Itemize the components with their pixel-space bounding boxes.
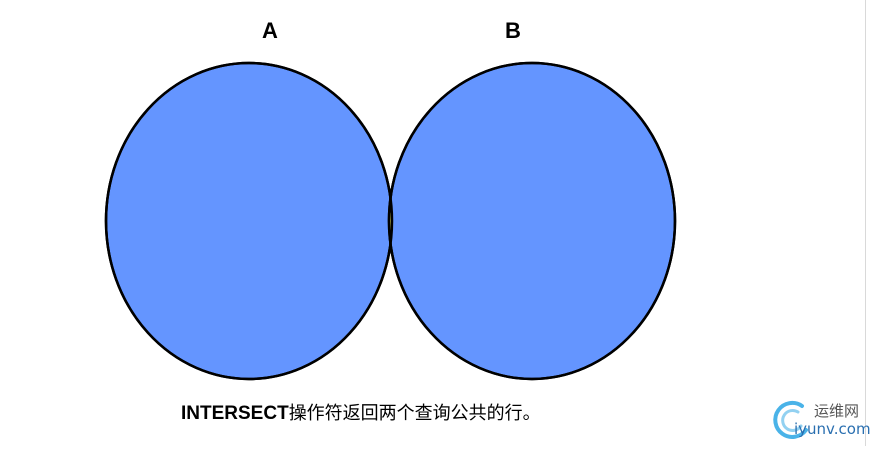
caption-text: 操作符返回两个查询公共的行。 <box>288 403 541 424</box>
set-b-circle <box>387 61 677 381</box>
set-a-outline <box>104 61 394 381</box>
watermark-logo-icon <box>773 400 808 439</box>
watermark-domain: iyunv.com <box>794 420 871 438</box>
right-border-line <box>865 0 866 446</box>
watermark: 运维网 iyunv.com <box>772 398 872 442</box>
set-a-circle <box>104 61 394 381</box>
set-a-label: A <box>262 18 278 43</box>
caption: INTERSECT操作符返回两个查询公共的行。 <box>181 399 541 425</box>
caption-keyword: INTERSECT <box>181 403 289 424</box>
watermark-site-name: 运维网 <box>814 402 860 420</box>
set-b-outline <box>387 61 677 381</box>
set-b-label: B <box>505 18 521 43</box>
